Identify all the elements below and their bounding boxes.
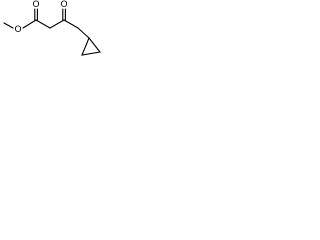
- atom-label-ketone-carbonyl-oxygen: O: [60, 0, 67, 10]
- bond-methylene-to-cyclopropyl: [77, 27, 90, 39]
- cyclopropyl-ring: [81, 36, 102, 56]
- bond-ester-carbon-to-methylene: [35, 19, 51, 29]
- bond-methyl-to-methoxy-oxygen: [3, 22, 14, 29]
- atom-label-methoxy-oxygen: O: [14, 25, 21, 35]
- bond-methoxy-oxygen-to-ester-carbon: [22, 19, 37, 29]
- molecule-diagram: O O O: [3, 0, 102, 56]
- atom-label-ester-carbonyl-oxygen: O: [32, 0, 39, 10]
- bond-methylene-to-ketone-carbon: [49, 19, 65, 29]
- bond-ketone-carbon-to-methylene: [63, 19, 79, 29]
